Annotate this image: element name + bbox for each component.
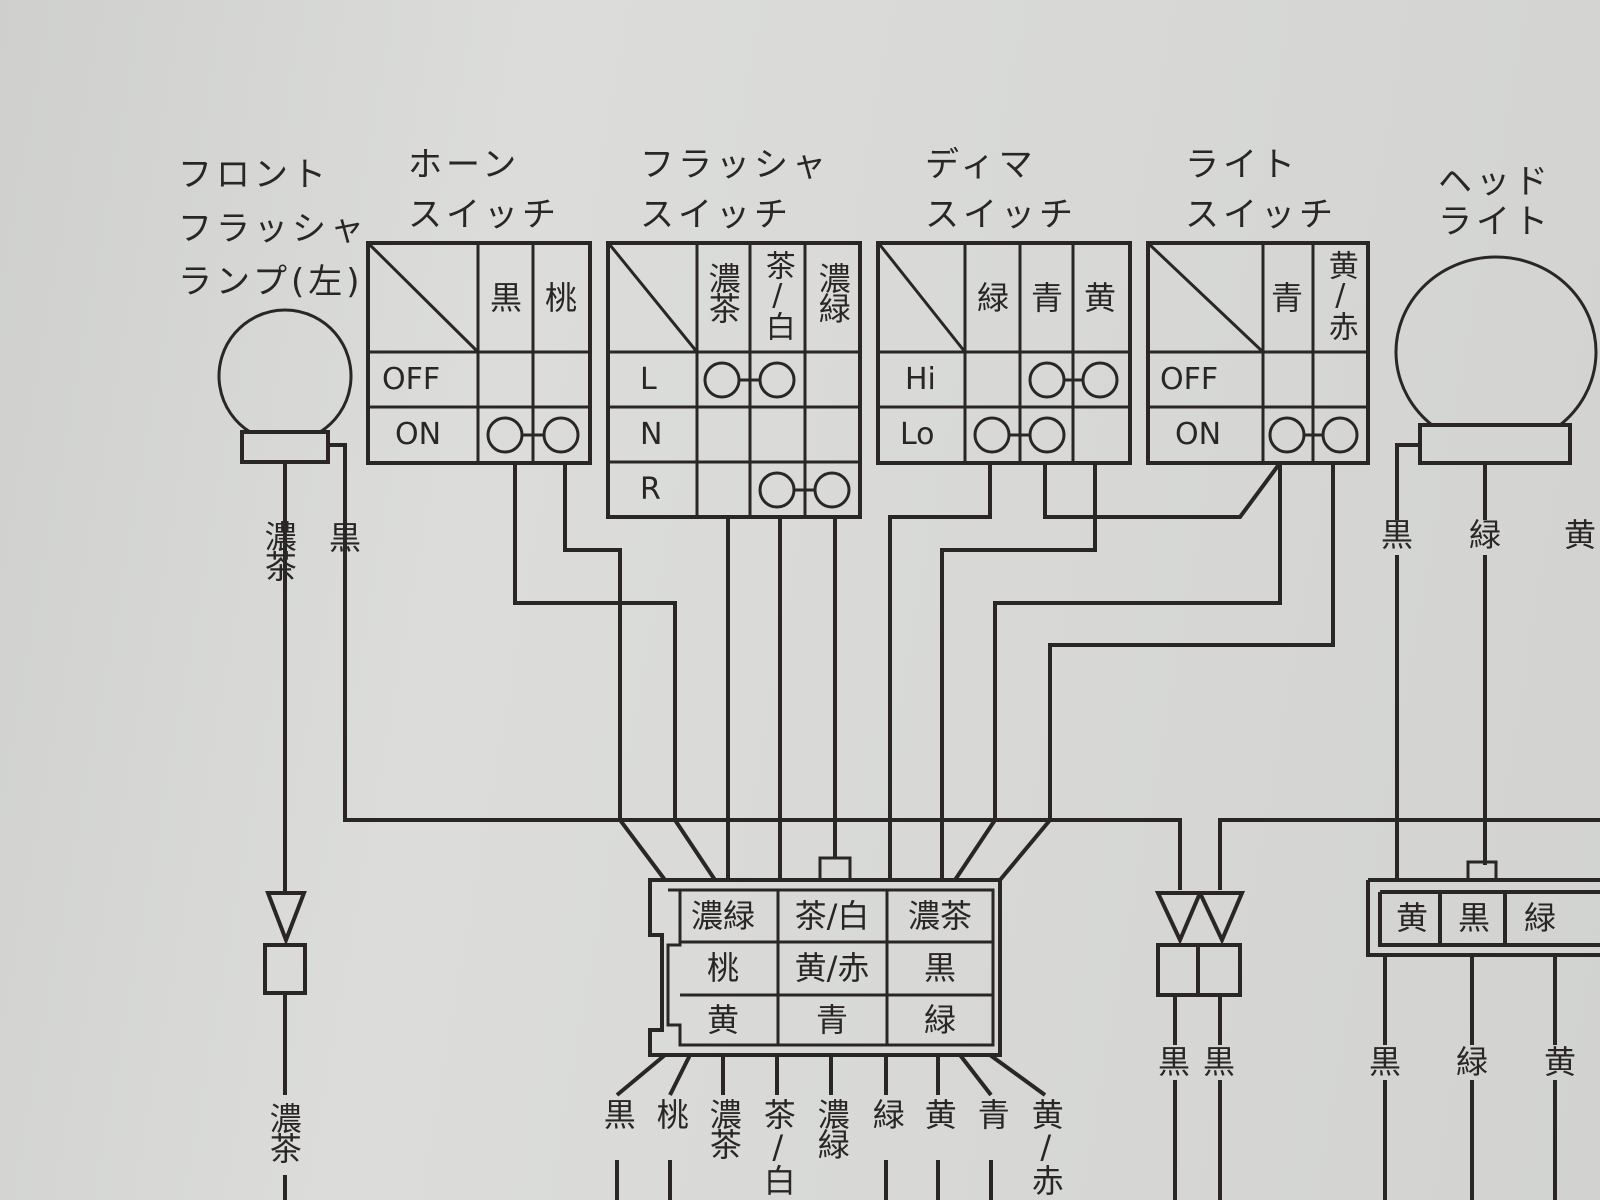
connector-cell: 濃茶 [907,897,973,935]
row-label: L [640,362,657,397]
wire-label: 濃茶 [264,1102,303,1162]
column-header: 黄 [1083,279,1117,317]
wire-label: 黒 [1157,1043,1191,1081]
wire-label: 黄 [919,1098,958,1128]
wire-label: 黄 [1543,1043,1577,1081]
horn-switch-title-1: ホーン [408,145,521,185]
front-flasher-lamp [217,308,353,464]
lamp-title-1: フロント [178,155,330,195]
wire-lamp-black [328,443,1600,890]
wire-label: 黄/赤 [1026,1098,1065,1194]
connector-cell: 青 [815,1001,849,1039]
row-label: ON [1175,417,1222,452]
row-label: Hi [905,362,936,397]
flasher-switch-table [606,241,862,519]
connector-triangle [265,891,307,946]
wire-label: 濃茶 [704,1098,743,1158]
dimmer-switch-title-2: スイッチ [925,195,1077,235]
wire-label: 青 [972,1098,1011,1128]
connector-cell: 緑 [1523,899,1557,937]
connector-cell: 黒 [1457,899,1491,937]
wire-label: 桃 [651,1098,690,1128]
wire-label: 濃緑 [812,1098,851,1158]
connector-cell: 桃 [706,949,740,987]
horn-switch-table [366,241,592,465]
wire-label: 濃茶 [259,520,298,580]
connector-cell: 黒 [923,949,957,987]
wire-label: 緑 [867,1098,906,1128]
dimmer-switch-table [876,241,1132,465]
headlight-title-1: ヘッド [1438,162,1552,202]
light-switch-title-1: ライト [1185,145,1299,185]
row-label: OFF [382,362,441,397]
wire-label: 茶/白 [758,1098,797,1194]
wire-label: 黄 [1563,516,1597,554]
lamp-title-2: フラッシャ [178,209,368,249]
lamp-title-3: ランプ(左) [178,262,364,302]
wire-label: 黒 [1202,1043,1236,1081]
wire-label: 黒 [1368,1043,1402,1081]
flasher-switch-title-2: スイッチ [640,195,792,235]
connector-pin [263,943,307,995]
connector-cell: 黄 [706,1001,740,1039]
wire-label: 黒 [1380,516,1414,554]
horn-switch-title-2: スイッチ [408,195,560,235]
connector-triangle [1154,891,1246,945]
column-header: 青 [1270,279,1304,317]
connector-cell: 黄/赤 [794,949,870,987]
wire-label: 緑 [1468,516,1502,554]
connector-cell: 緑 [923,1001,957,1039]
flasher-switch-title-1: フラッシャ [640,145,830,185]
headlight-title-2: ライト [1438,202,1552,242]
connector-cell: 茶/白 [794,897,870,935]
headlight [1394,255,1598,465]
column-header: 黒 [489,279,523,317]
column-header: 濃茶 [703,262,742,322]
row-label: OFF [1160,362,1219,397]
light-switch-table [1146,241,1370,465]
column-header: 青 [1030,279,1064,317]
wire-label: 黒 [328,519,362,557]
column-header: 黄/赤 [1322,250,1358,339]
row-label: Lo [900,417,935,452]
row-label: N [640,417,663,452]
dimmer-switch-title-1: ディマ [925,145,1037,185]
column-header: 濃緑 [813,262,852,322]
column-header: 桃 [544,279,578,317]
main-connector [648,878,1002,1057]
wire-label: 黒 [598,1098,637,1128]
column-header: 茶/白 [759,250,795,339]
row-label: R [640,472,661,507]
row-label: ON [395,417,442,452]
connector-cell: 黄 [1395,899,1429,937]
column-header: 緑 [976,279,1010,317]
light-switch-title-2: スイッチ [1185,195,1337,235]
wire-label: 緑 [1455,1043,1489,1081]
connector-cell: 濃緑 [690,897,756,935]
headlight-connector [1366,878,1600,957]
